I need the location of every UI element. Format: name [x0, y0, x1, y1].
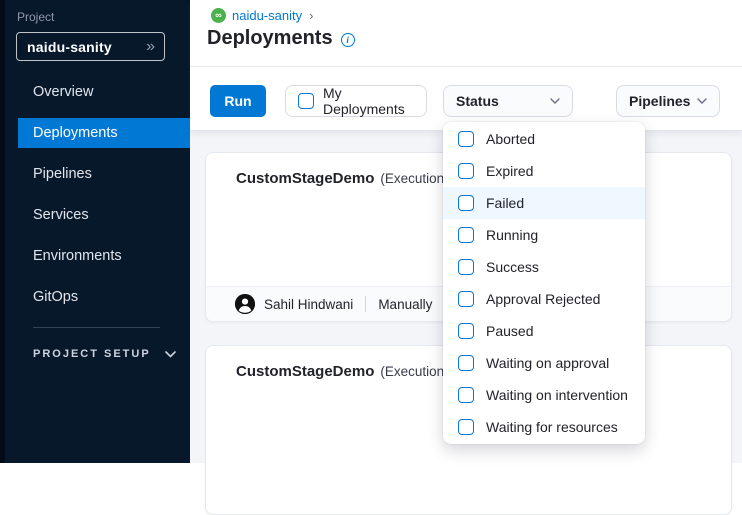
execution-id: (Execution Id [380, 171, 460, 186]
double-chevron-icon[interactable]: » [146, 37, 155, 55]
project-setup-label: PROJECT SETUP [33, 348, 151, 360]
avatar [235, 294, 255, 314]
cd-module-icon: ∞ [211, 8, 226, 23]
sidebar-nav: Overview Deployments Pipelines Services … [0, 71, 190, 317]
pipelines-filter-label: Pipelines [629, 93, 691, 109]
status-option-checkbox[interactable] [458, 163, 474, 179]
chevron-down-icon [550, 98, 560, 104]
header-divider [190, 66, 742, 67]
status-option-success[interactable]: Success [443, 251, 645, 283]
page-title: Deployments [207, 27, 333, 49]
pipelines-filter-dropdown[interactable]: Pipelines [616, 85, 720, 117]
status-option-paused[interactable]: Paused [443, 315, 645, 347]
status-filter-label: Status [456, 93, 499, 109]
project-setup-toggle[interactable]: PROJECT SETUP [33, 348, 176, 360]
status-option-checkbox[interactable] [458, 291, 474, 307]
status-option-aborted[interactable]: Aborted [443, 123, 645, 155]
status-option-failed[interactable]: Failed [443, 187, 645, 219]
status-option-waiting-on-intervention[interactable]: Waiting on intervention [443, 379, 645, 411]
project-label: Project [17, 10, 55, 24]
page-header: ∞ naidu-sanity › Deployments i Run My De… [190, 0, 742, 131]
trigger-type: Manually [378, 296, 433, 312]
execution-title: CustomStageDemo (Execution Id [206, 346, 731, 380]
status-option-checkbox[interactable] [458, 387, 474, 403]
project-selector-value: naidu-sanity [27, 38, 112, 55]
status-option-checkbox[interactable] [458, 131, 474, 147]
sidebar-item-environments[interactable]: Environments [33, 247, 122, 264]
status-option-approval-rejected[interactable]: Approval Rejected [443, 283, 645, 315]
page-title-row: Deployments i [207, 27, 355, 50]
status-option-waiting-for-resources[interactable]: Waiting for resources [443, 411, 645, 443]
status-option-checkbox[interactable] [458, 323, 474, 339]
project-selector[interactable]: naidu-sanity » [16, 32, 165, 61]
run-button[interactable]: Run [210, 85, 266, 117]
pipeline-name[interactable]: CustomStageDemo [236, 363, 375, 380]
execution-title: CustomStageDemo (Execution Id [206, 153, 731, 187]
author-name: Sahil Hindwani [264, 296, 354, 312]
main-content: ∞ naidu-sanity › Deployments i Run My De… [190, 0, 742, 515]
sidebar-item-services[interactable]: Services [33, 206, 89, 223]
chevron-down-icon [164, 350, 176, 358]
sidebar-item-deployments[interactable]: Deployments [18, 117, 190, 148]
user-icon [235, 294, 255, 314]
sidebar-item-pipelines[interactable]: Pipelines [33, 165, 92, 182]
sidebar-divider [33, 327, 160, 328]
breadcrumb-project-link[interactable]: naidu-sanity [232, 8, 303, 23]
status-option-running[interactable]: Running [443, 219, 645, 251]
status-option-waiting-on-approval[interactable]: Waiting on approval [443, 347, 645, 379]
my-deployments-checkbox[interactable] [298, 93, 314, 109]
status-option-checkbox[interactable] [458, 419, 474, 435]
status-option-expired[interactable]: Expired [443, 155, 645, 187]
my-deployments-toggle[interactable]: My Deployments [285, 85, 427, 117]
status-option-checkbox[interactable] [458, 355, 474, 371]
sidebar-rail [0, 0, 5, 463]
status-option-checkbox[interactable] [458, 227, 474, 243]
chevron-right-icon: › [309, 8, 314, 23]
execution-id: (Execution Id [380, 364, 460, 379]
status-filter-menu: Aborted Expired Failed Running Success A… [443, 122, 645, 444]
chevron-down-icon [697, 98, 707, 104]
sidebar-item-gitops[interactable]: GitOps [33, 288, 79, 305]
info-icon[interactable]: i [340, 32, 355, 47]
pipeline-name[interactable]: CustomStageDemo [236, 170, 375, 187]
my-deployments-label: My Deployments [323, 85, 405, 117]
sidebar-item-overview[interactable]: Overview [33, 83, 94, 100]
footer-divider [365, 296, 367, 312]
sidebar: Project naidu-sanity » Overview Deployme… [0, 0, 190, 463]
breadcrumb: ∞ naidu-sanity › [211, 8, 313, 23]
status-option-checkbox[interactable] [458, 259, 474, 275]
status-option-checkbox[interactable] [458, 195, 474, 211]
status-filter-dropdown[interactable]: Status [443, 85, 573, 117]
